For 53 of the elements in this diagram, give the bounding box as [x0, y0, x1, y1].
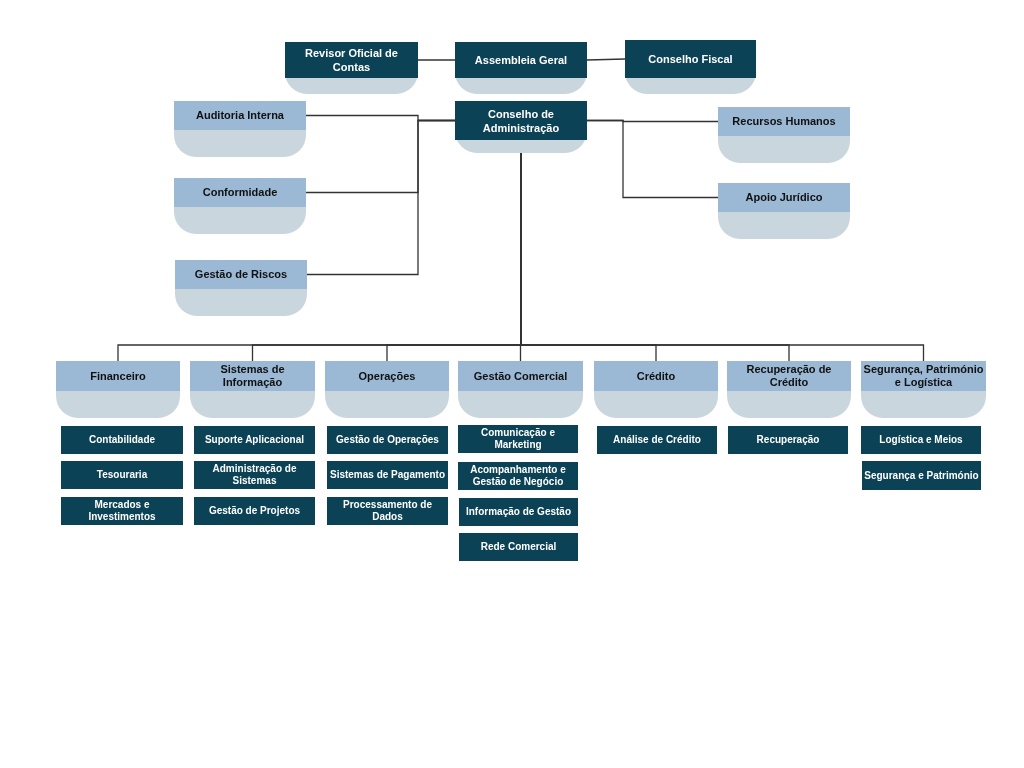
- unit-box: Segurança e Património: [862, 461, 981, 490]
- card-header: Auditoria Interna: [174, 101, 306, 130]
- org-card: [174, 178, 306, 234]
- card-header: Segurança, Património e Logística: [861, 361, 986, 391]
- card-header: Recursos Humanos: [718, 107, 850, 136]
- unit-box: Contabilidade: [61, 426, 183, 454]
- card-header: Crédito: [594, 361, 718, 391]
- card-header: Operações: [325, 361, 449, 391]
- connector-line: [417, 59, 456, 61]
- unit-box: Logística e Meios: [861, 426, 981, 454]
- org-card: [455, 42, 587, 94]
- unit-box: Processamento de Dados: [327, 497, 448, 525]
- card-header: Assembleia Geral: [455, 42, 587, 78]
- org-card: [285, 42, 418, 94]
- org-card: [190, 361, 315, 418]
- card-header: Financeiro: [56, 361, 180, 391]
- org-card: [718, 183, 850, 239]
- connector-line: [586, 119, 719, 199]
- unit-box: Administração de Sistemas: [194, 461, 315, 489]
- unit-box: Suporte Aplicacional: [194, 426, 315, 454]
- org-card: [458, 361, 583, 418]
- org-card: [861, 361, 986, 418]
- org-card: [174, 101, 306, 157]
- card-header: Gestão de Riscos: [175, 260, 307, 289]
- unit-box: Rede Comercial: [459, 533, 578, 561]
- unit-box: Acompanhamento e Gestão de Negócio: [458, 462, 578, 490]
- connector-line: [306, 119, 456, 276]
- card-header: Conformidade: [174, 178, 306, 207]
- unit-box: Gestão de Operações: [327, 426, 448, 454]
- connector-line: [586, 58, 626, 61]
- unit-box: Análise de Crédito: [597, 426, 717, 454]
- org-card: [455, 101, 587, 153]
- card-header: Conselho Fiscal: [625, 40, 756, 78]
- card-header: Conselho de Administração: [455, 101, 587, 140]
- unit-box: Mercados e Investimentos: [61, 497, 183, 525]
- org-card: [718, 107, 850, 163]
- card-header: Sistemas de Informação: [190, 361, 315, 391]
- unit-box: Recuperação: [728, 426, 848, 454]
- card-header: Gestão Comercial: [458, 361, 583, 391]
- org-card: [625, 40, 756, 94]
- org-card: [325, 361, 449, 418]
- org-card: [727, 361, 851, 418]
- unit-box: Comunicação e Marketing: [458, 425, 578, 453]
- card-header: Apoio Jurídico: [718, 183, 850, 212]
- org-card: [175, 260, 307, 316]
- card-header: Recuperação de Crédito: [727, 361, 851, 391]
- org-card: [56, 361, 180, 418]
- unit-box: Informação de Gestão: [459, 498, 578, 526]
- org-card: [594, 361, 718, 418]
- unit-box: Gestão de Projetos: [194, 497, 315, 525]
- card-header: Revisor Oficial de Contas: [285, 42, 418, 78]
- unit-box: Sistemas de Pagamento: [327, 461, 448, 489]
- unit-box: Tesouraria: [61, 461, 183, 489]
